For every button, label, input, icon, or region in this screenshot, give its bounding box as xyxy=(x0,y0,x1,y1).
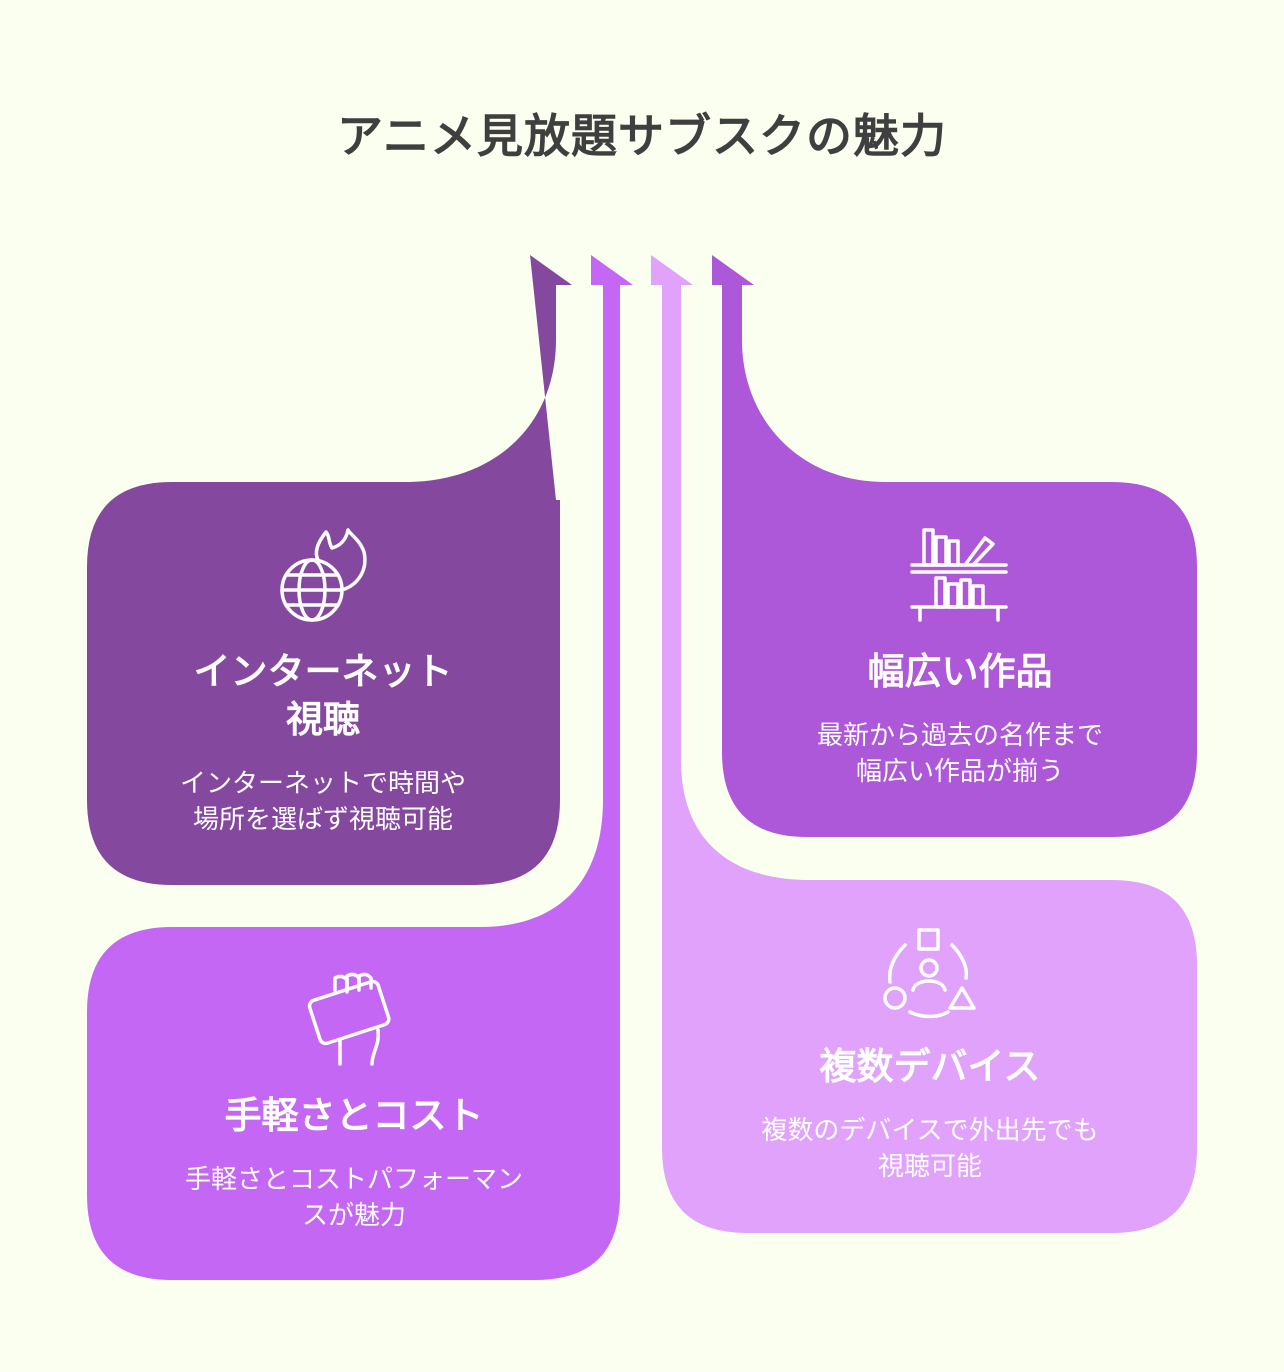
card-devices-desc-1: 複数のデバイスで外出先でも xyxy=(761,1116,1099,1146)
card-internet-desc-1: インターネットで時間や xyxy=(179,769,466,799)
card-devices-text: 複数デバイス 複数のデバイスで外出先でも 視聴可能 xyxy=(700,1043,1160,1185)
bookshelf-icon xyxy=(910,528,1008,622)
card-devices-title: 複数デバイス xyxy=(819,1045,1041,1088)
card-internet-desc-2: 場所を選ばず視聴可能 xyxy=(192,805,453,835)
card-cost-shape xyxy=(87,255,633,1280)
card-internet-title: インターネット xyxy=(193,650,453,693)
card-internet-shape xyxy=(87,255,572,885)
card-library-title: 幅広い作品 xyxy=(867,650,1053,693)
card-internet-text: インターネット 視聴 インターネットで時間や 場所を選ばず視聴可能 xyxy=(130,648,516,838)
card-library-desc-1: 最新から過去の名作まで xyxy=(816,721,1103,751)
hand-holding-phone-icon xyxy=(307,972,391,1066)
card-library-desc-2: 幅広い作品が揃う xyxy=(855,757,1064,787)
card-cost-desc-1: 手軽さとコストパフォーマン xyxy=(184,1165,523,1195)
globe-flame-icon xyxy=(280,528,367,622)
card-internet-title-2: 視聴 xyxy=(286,698,360,741)
card-library-text: 幅広い作品 最新から過去の名作まで 幅広い作品が揃う xyxy=(760,648,1160,790)
user-shapes-cycle-icon xyxy=(883,928,976,1019)
card-cost-desc-2: スが魅力 xyxy=(301,1201,406,1231)
card-library-shape xyxy=(712,255,1197,837)
card-cost-title: 手軽さとコスト xyxy=(224,1094,484,1137)
card-devices-shape xyxy=(651,255,1197,1233)
page-title: アニメ見放題サブスクの魅力 xyxy=(336,109,948,163)
card-cost-text: 手軽さとコスト 手軽さとコストパフォーマン スが魅力 xyxy=(120,1092,588,1234)
card-devices-desc-2: 視聴可能 xyxy=(877,1152,982,1182)
